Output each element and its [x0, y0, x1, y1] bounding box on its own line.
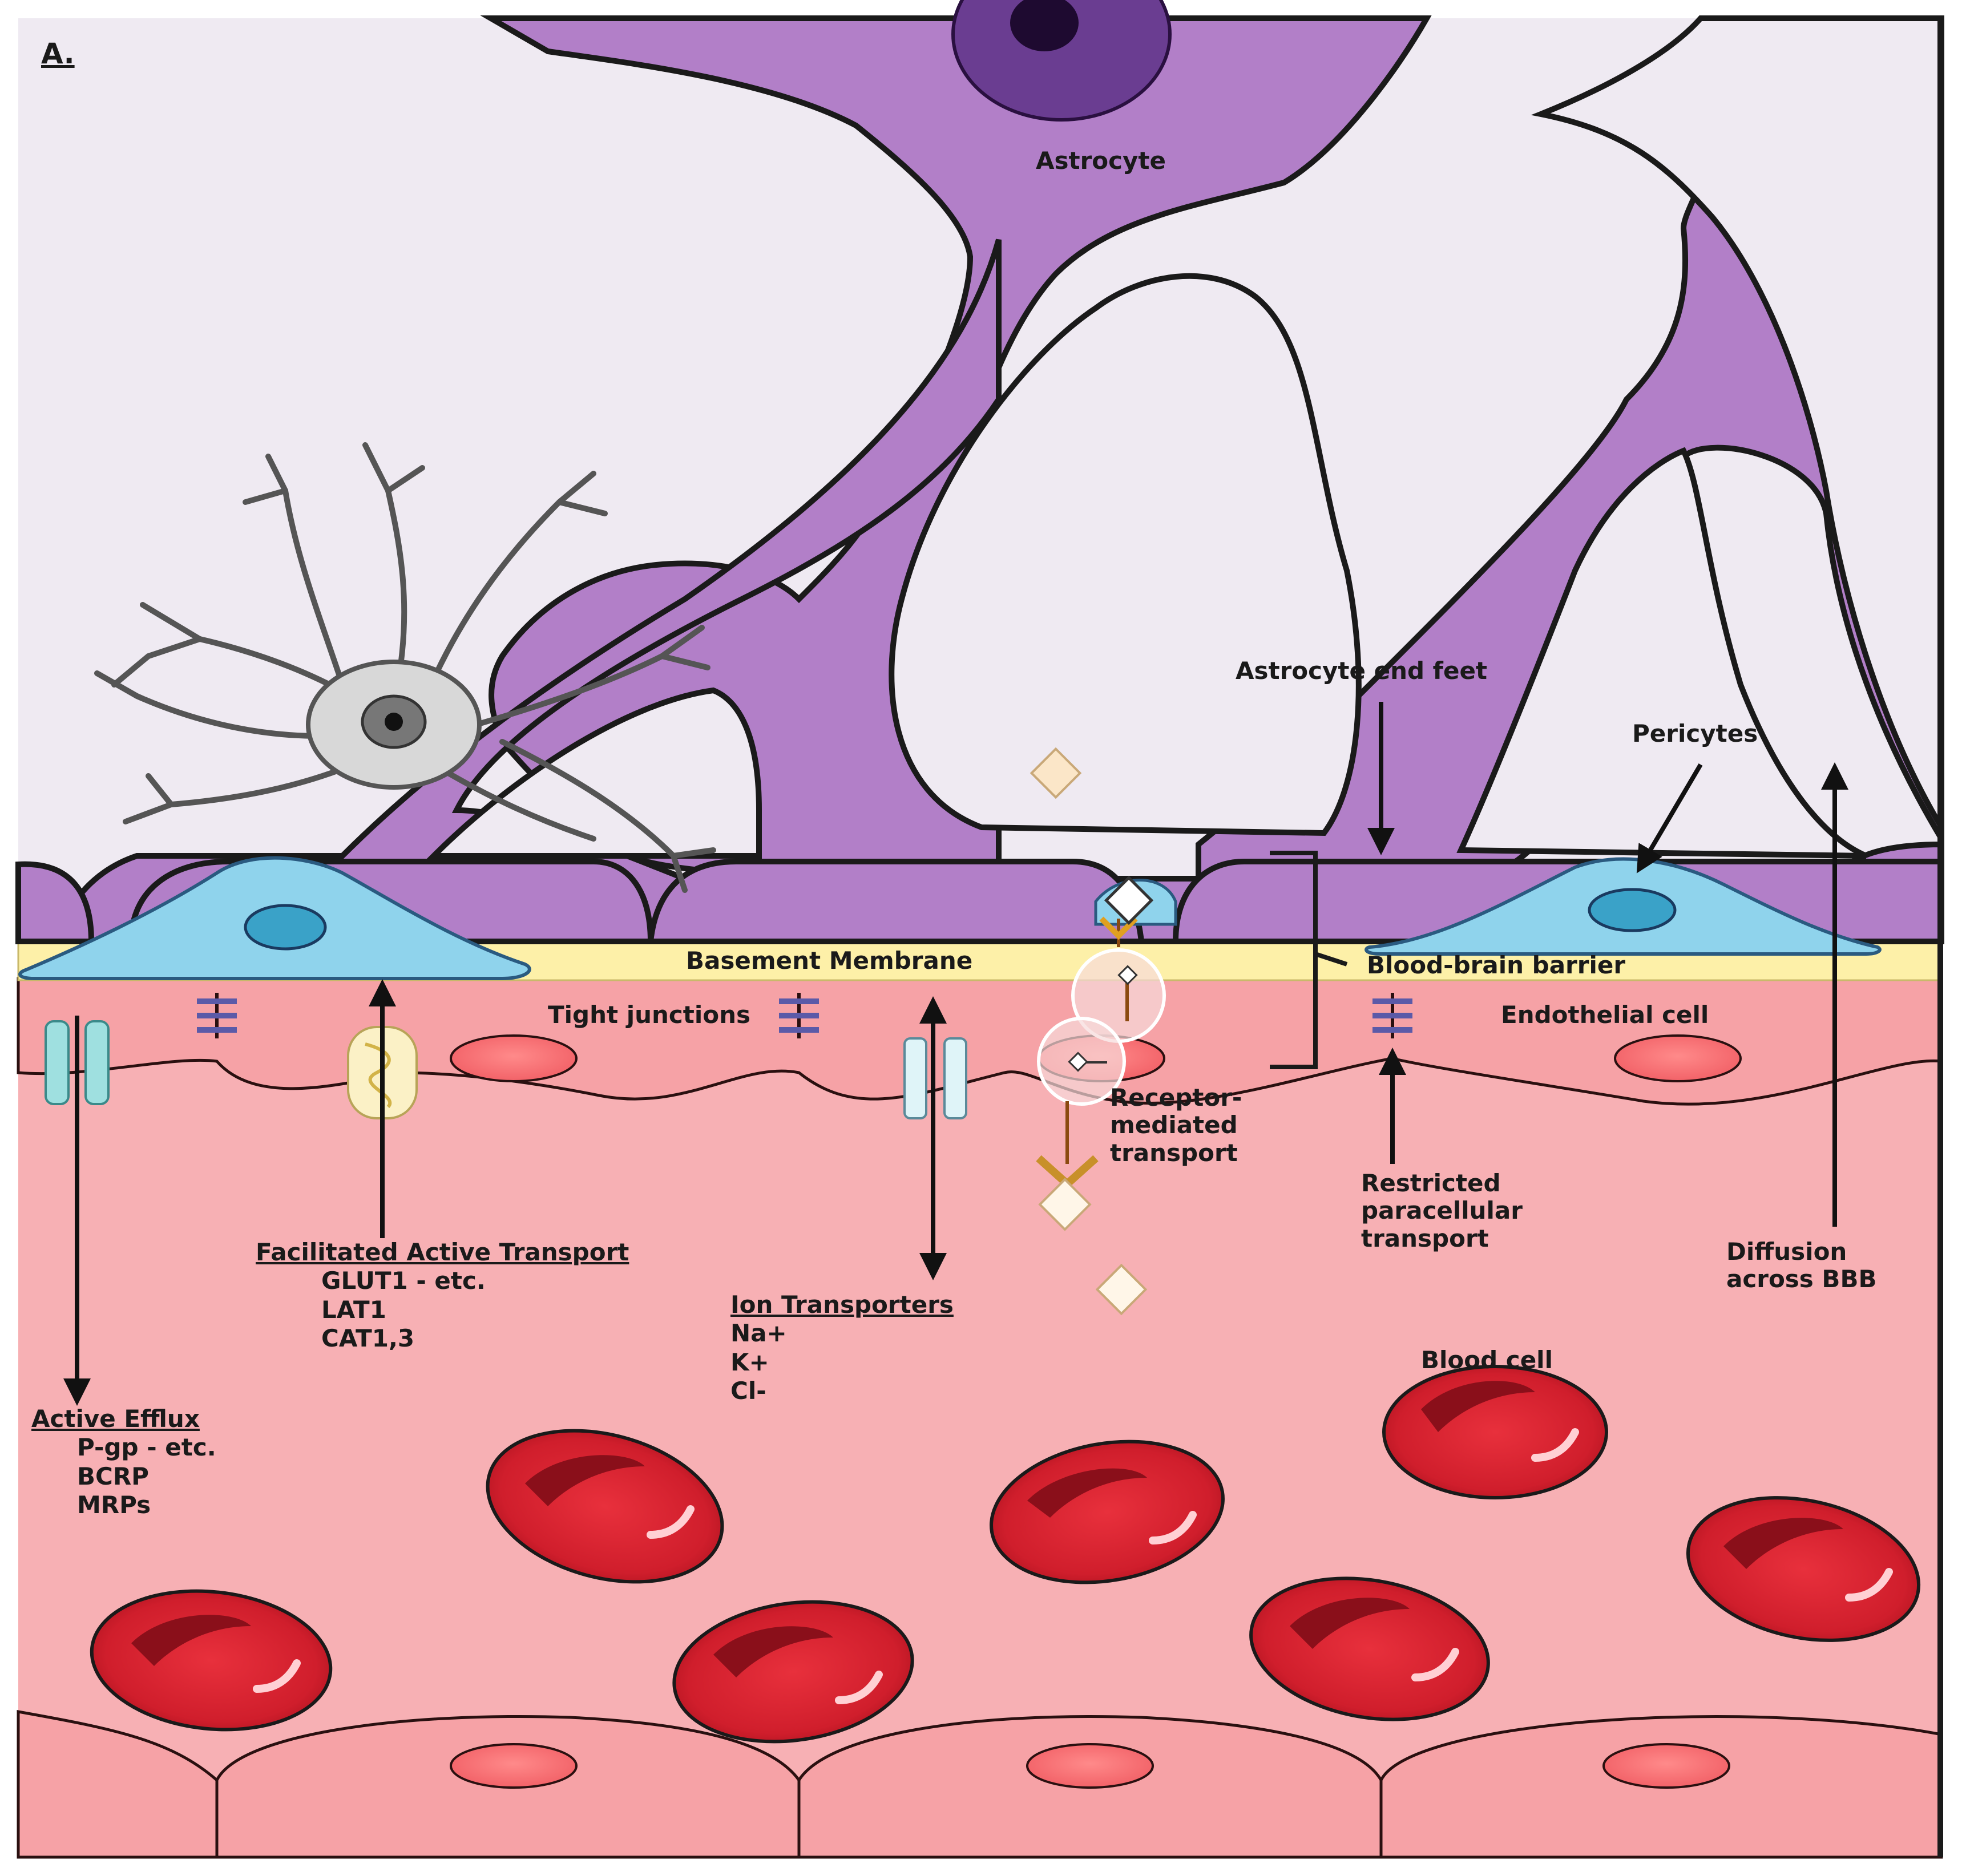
tight-junction — [1372, 993, 1412, 1038]
red-blood-cell — [1382, 1365, 1608, 1499]
ligand — [1038, 1178, 1092, 1231]
label-astrocyte-end-feet: Astrocyte end feet — [1236, 657, 1487, 685]
red-blood-cell — [90, 1589, 333, 1732]
efflux-item: MRPs — [77, 1491, 151, 1519]
label-basement-membrane: Basement Membrane — [686, 947, 973, 975]
astrocyte-nucleus — [951, 0, 1172, 122]
bbb-bracket — [1270, 851, 1318, 1069]
astrocyte-end-foot — [15, 861, 95, 944]
ion-item: K+ — [730, 1348, 769, 1376]
tight-junction — [779, 993, 819, 1038]
red-blood-cell — [486, 1429, 724, 1584]
facilitated-transport-list: Facilitated Active Transport GLUT1 - etc… — [256, 1238, 629, 1353]
ligand — [1104, 875, 1154, 925]
ion-transporters-list: Ion Transporters Na+ K+ Cl- — [730, 1291, 954, 1406]
label-blood-cell: Blood cell — [1421, 1346, 1553, 1374]
ion-item: Cl- — [730, 1377, 766, 1405]
label-tight-junctions: Tight junctions — [548, 1001, 751, 1029]
red-blood-cell — [1686, 1496, 1921, 1642]
ligand — [1068, 1052, 1088, 1072]
efflux-item: P-gp - etc. — [77, 1433, 216, 1462]
pericytes-arrow — [1636, 763, 1703, 874]
efflux-item: BCRP — [77, 1462, 149, 1490]
facilitated-item: LAT1 — [321, 1295, 386, 1324]
red-blood-cell — [672, 1600, 914, 1744]
label-diffusion: Diffusion across BBB — [1726, 1238, 1877, 1293]
endothelial-nucleus — [1602, 1743, 1730, 1789]
red-blood-cell — [1249, 1576, 1490, 1721]
endothelial-nucleus — [450, 1034, 578, 1082]
tight-junction — [197, 993, 237, 1038]
efflux-title: Active Efflux — [31, 1405, 200, 1433]
panel-label: A. — [41, 37, 75, 70]
pericyte-nucleus — [244, 904, 327, 951]
facilitated-item: CAT1,3 — [321, 1324, 415, 1353]
red-blood-cell — [990, 1440, 1225, 1584]
vessel-lumen — [18, 979, 1941, 1857]
efflux-pump — [45, 1020, 110, 1105]
label-restricted-paracellular: Restricted paracellular transport — [1361, 1169, 1523, 1252]
facilitated-title: Facilitated Active Transport — [256, 1238, 629, 1266]
endothelial-nucleus — [1026, 1743, 1154, 1789]
label-blood-brain-barrier: Blood-brain barrier — [1367, 951, 1626, 979]
ligand — [1030, 747, 1082, 799]
label-pericytes: Pericytes — [1632, 719, 1758, 747]
pericyte-nucleus — [1588, 888, 1677, 932]
astrocyte-end-foot — [647, 859, 1145, 944]
endothelial-nucleus — [450, 1743, 578, 1789]
label-astrocyte: Astrocyte — [1036, 147, 1166, 175]
ligand — [1095, 1263, 1148, 1316]
ion-item: Na+ — [730, 1319, 787, 1348]
facilitated-item: GLUT1 - etc. — [321, 1267, 486, 1295]
endothelial-nucleus — [1614, 1034, 1742, 1082]
label-endothelial-cell: Endothelial cell — [1501, 1001, 1709, 1029]
active-efflux-list: Active Efflux P-gp - etc. BCRP MRPs — [31, 1405, 216, 1520]
ligand — [1117, 965, 1138, 985]
label-receptor-mediated: Receptor- mediated transport — [1110, 1083, 1242, 1167]
ion-title: Ion Transporters — [730, 1291, 954, 1319]
